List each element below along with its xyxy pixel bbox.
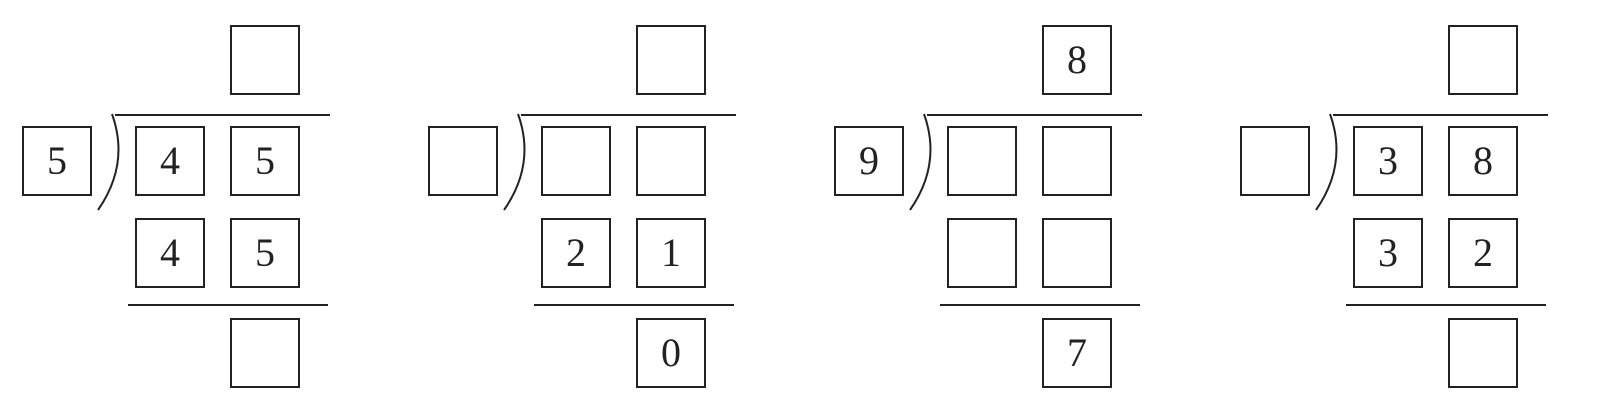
subtraction-line [940,304,1140,306]
division-bar [1333,114,1548,116]
divisor-box[interactable]: 9 [834,126,904,196]
product-ones-box[interactable] [1042,218,1112,288]
product-tens-box[interactable]: 2 [541,218,611,288]
division-bar [115,114,330,116]
product-tens-box[interactable] [947,218,1017,288]
subtraction-line [1346,304,1546,306]
product-ones-box[interactable]: 5 [230,218,300,288]
subtraction-line [534,304,734,306]
quotient-box[interactable]: 8 [1042,25,1112,95]
quotient-box[interactable] [1448,25,1518,95]
dividend-ones-box[interactable] [1042,126,1112,196]
division-puzzle-4: 3 8 3 2 [1238,0,1568,418]
division-bracket-icon [97,113,120,211]
division-bar [521,114,736,116]
dividend-tens-box[interactable] [947,126,1017,196]
dividend-ones-box[interactable] [636,126,706,196]
quotient-box[interactable] [230,25,300,95]
product-tens-box[interactable]: 4 [135,218,205,288]
dividend-tens-box[interactable]: 4 [135,126,205,196]
product-tens-box[interactable]: 3 [1353,218,1423,288]
division-puzzle-1: 5 4 5 4 5 [20,0,350,418]
subtraction-line [128,304,328,306]
dividend-ones-box[interactable]: 8 [1448,126,1518,196]
divisor-box[interactable] [1240,126,1310,196]
division-puzzle-2: 2 1 0 [426,0,756,418]
division-bar [927,114,1142,116]
division-bracket-icon [909,113,932,211]
remainder-box[interactable] [1448,318,1518,388]
divisor-box[interactable]: 5 [22,126,92,196]
dividend-ones-box[interactable]: 5 [230,126,300,196]
remainder-box[interactable]: 7 [1042,318,1112,388]
remainder-box[interactable] [230,318,300,388]
divisor-box[interactable] [428,126,498,196]
dividend-tens-box[interactable] [541,126,611,196]
remainder-box[interactable]: 0 [636,318,706,388]
division-bracket-icon [503,113,526,211]
division-puzzle-3: 8 9 7 [832,0,1162,418]
dividend-tens-box[interactable]: 3 [1353,126,1423,196]
product-ones-box[interactable]: 2 [1448,218,1518,288]
division-bracket-icon [1315,113,1338,211]
quotient-box[interactable] [636,25,706,95]
product-ones-box[interactable]: 1 [636,218,706,288]
